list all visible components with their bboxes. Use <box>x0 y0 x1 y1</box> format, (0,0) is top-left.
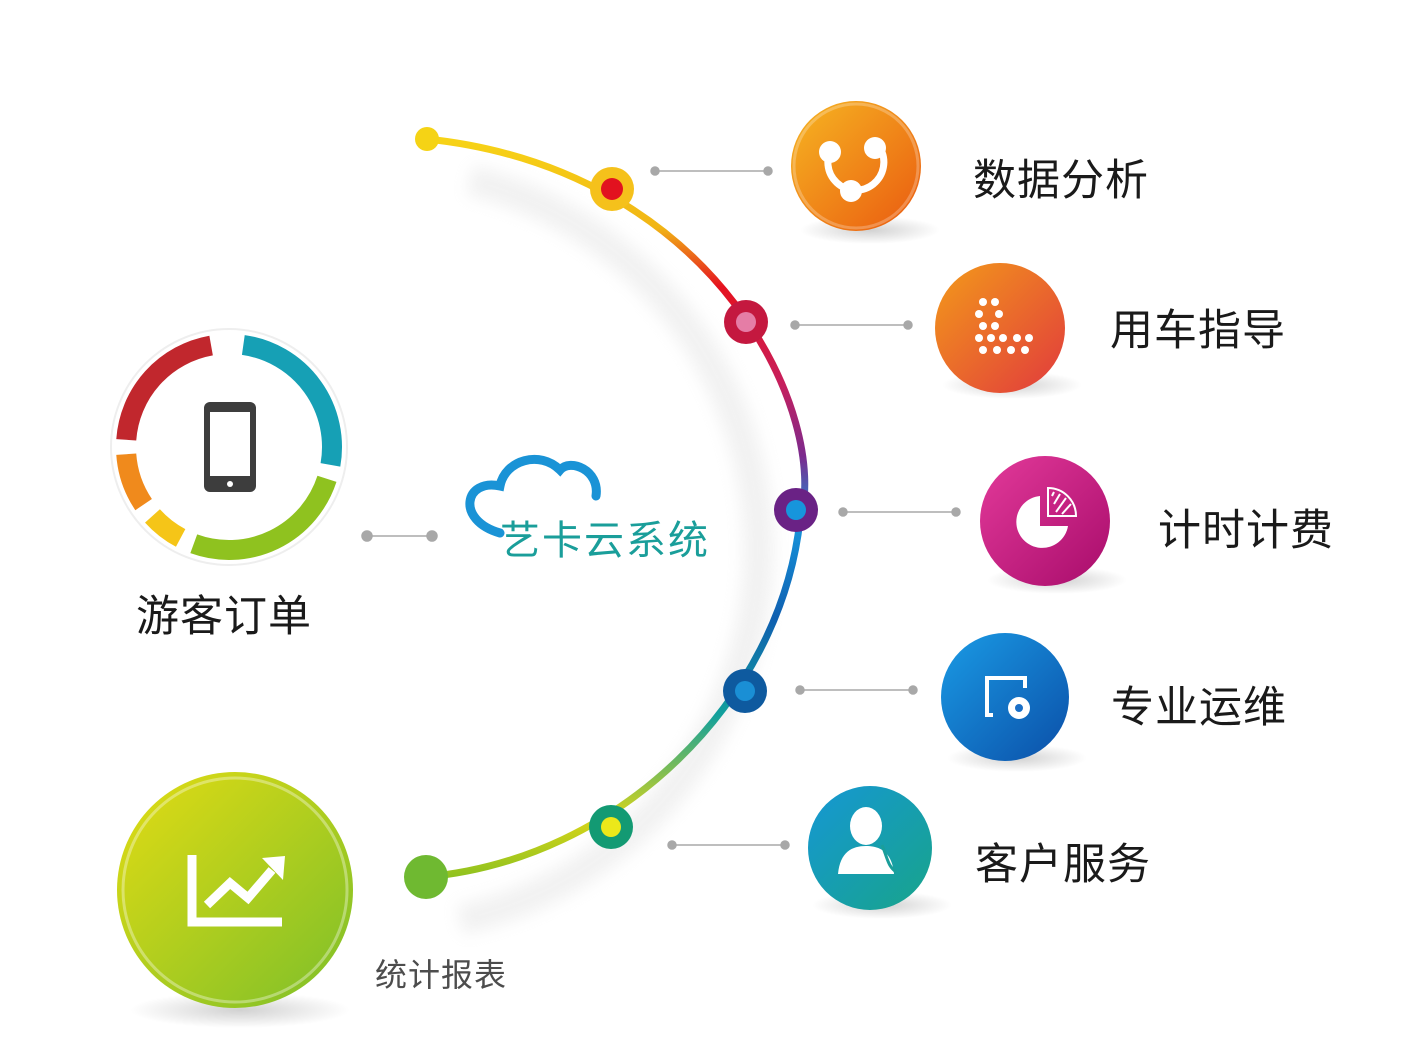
ring-segment <box>145 508 186 547</box>
left-node-statistics-report-label: 统计报表 <box>375 956 508 994</box>
right-node-customer-service-label: 客户服务 <box>975 840 1151 890</box>
arc-node-time-billing <box>774 488 818 532</box>
left-node-tourist-orders-label: 游客订单 <box>136 592 312 642</box>
smartphone-icon <box>204 402 256 492</box>
right-node-vehicle-guide-label: 用车指导 <box>1110 306 1286 356</box>
pie-chart-icon <box>980 456 1110 586</box>
center-system-label: 艺卡云系统 <box>500 518 710 564</box>
monitor-gear-icon <box>941 633 1069 761</box>
arc-shadow <box>456 165 774 935</box>
ring-segment <box>116 453 153 511</box>
arc-node-pro-maintenance <box>723 669 767 713</box>
trend-chart-icon <box>117 772 353 1008</box>
right-node-data-analysis-label: 数据分析 <box>973 156 1149 206</box>
right-node-pro-maintenance-label: 专业运维 <box>1111 683 1287 733</box>
headset-agent-icon <box>808 786 932 910</box>
dot-grid-icon <box>935 263 1065 393</box>
arc-node-vehicle-guide <box>724 300 768 344</box>
arc-node-data-analysis <box>590 167 634 211</box>
cloud-icon <box>465 455 601 538</box>
arc-end-dot <box>404 855 448 899</box>
right-node-time-billing-label: 计时计费 <box>1158 506 1334 556</box>
ring-segment <box>190 475 337 560</box>
ring-segment <box>116 335 214 441</box>
connectors <box>361 166 961 850</box>
share-network-icon <box>791 101 921 231</box>
arc-start-dot <box>415 127 439 151</box>
arc-node-customer-service <box>589 805 633 849</box>
tourist-orders-ring <box>110 328 348 566</box>
ring-segment <box>241 335 342 467</box>
